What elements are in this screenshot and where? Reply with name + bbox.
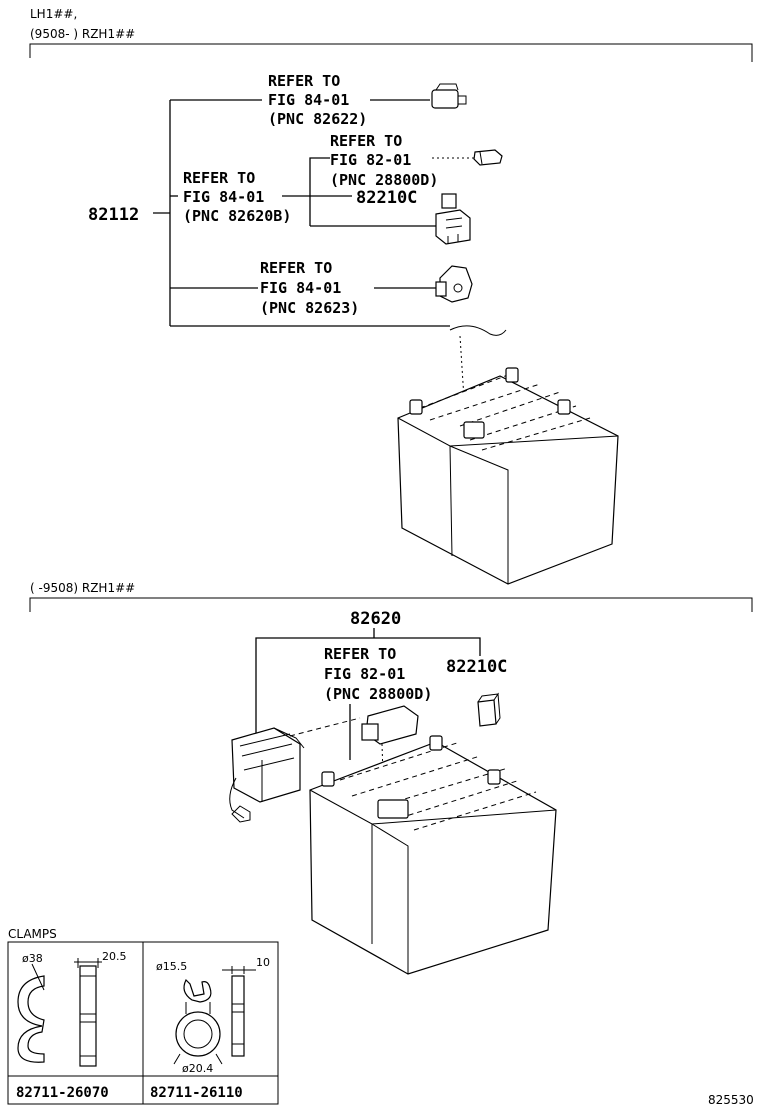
part-82620-label[interactable]: 82620 — [350, 609, 401, 629]
ref2-line3: (PNC 28800D) — [330, 171, 438, 189]
ref-block-2: REFER TO FIG 82-01 (PNC 28800D) — [330, 132, 438, 189]
bottom-section: ( -9508) RZH1## 82620 REFER TO FIG 82-01… — [29, 581, 753, 975]
clamps-section: CLAMPS ø38 20.5 82711-26070 ø15.5 10 ø20… — [7, 927, 279, 1105]
clamp-left-part-number[interactable]: 82711-26070 — [16, 1085, 109, 1101]
ref5-line3: (PNC 28800D) — [324, 685, 432, 703]
part-82210c-bottom-label[interactable]: 82210C — [446, 657, 507, 677]
clamp-right[interactable]: ø15.5 10 ø20.4 — [156, 956, 270, 1075]
ref4-line2: FIG 84-01 — [260, 279, 341, 297]
clamp-left-dia-leader — [31, 963, 45, 991]
ref4-line3: (PNC 82623) — [260, 299, 359, 317]
leader-bracket-link — [289, 717, 361, 737]
relay-28800d-bottom-icon[interactable] — [361, 705, 419, 745]
bottom-header: ( -9508) RZH1## — [30, 581, 135, 595]
ref1-line2: FIG 84-01 — [268, 91, 349, 109]
top-section-bracket — [29, 43, 753, 62]
ref-block-3: REFER TO FIG 84-01 (PNC 82620B) — [183, 169, 291, 225]
connector-82622-icon[interactable] — [431, 83, 467, 109]
ref3-line3: (PNC 82620B) — [183, 207, 291, 225]
ref2-line1: REFER TO — [330, 132, 402, 150]
relay-82210c-bottom-icon[interactable] — [477, 692, 501, 727]
relay-block-top-icon[interactable] — [435, 193, 471, 245]
ref3-line1: REFER TO — [183, 169, 255, 187]
top-section: LH1##, (9508- ) RZH1## 82112 REFER TO FI… — [29, 7, 753, 585]
battery-bottom-icon[interactable] — [309, 735, 557, 975]
clamp-right-width: 10 — [256, 956, 270, 969]
terminal-82623-icon[interactable] — [435, 265, 507, 336]
leader-to-battery-top — [459, 335, 467, 431]
leader-ref2-vertical — [309, 157, 330, 226]
leader-82620-tree — [255, 637, 481, 740]
ref5-line1: REFER TO — [324, 645, 396, 663]
ref1-line1: REFER TO — [268, 72, 340, 90]
ref-block-4: REFER TO FIG 84-01 (PNC 82623) — [260, 259, 359, 317]
top-header-line2: (9508- ) RZH1## — [30, 27, 135, 41]
ref2-line2: FIG 82-01 — [330, 151, 411, 169]
ref1-line3: (PNC 82622) — [268, 110, 367, 128]
bottom-section-bracket — [29, 597, 753, 612]
clamp-left-dia: ø38 — [22, 952, 43, 965]
fuse-28800d-icon[interactable] — [473, 149, 503, 166]
part-82210c-top-label[interactable]: 82210C — [356, 188, 417, 208]
ref-block-5: REFER TO FIG 82-01 (PNC 28800D) — [324, 645, 432, 703]
clamp-left[interactable]: ø38 20.5 — [17, 950, 127, 1067]
ref3-line2: FIG 84-01 — [183, 188, 264, 206]
ref5-line2: FIG 82-01 — [324, 665, 405, 683]
ref4-line1: REFER TO — [260, 259, 332, 277]
clamps-title: CLAMPS — [8, 927, 57, 941]
clamp-right-dia-top: ø15.5 — [156, 960, 187, 973]
top-header-line1: LH1##, — [30, 7, 77, 21]
clamp-right-dia-bottom: ø20.4 — [182, 1062, 213, 1075]
fuse-block-82620-icon[interactable] — [229, 727, 305, 823]
part-82112-label[interactable]: 82112 — [88, 205, 139, 225]
ref-block-1: REFER TO FIG 84-01 (PNC 82622) — [268, 72, 367, 128]
clamp-right-part-number[interactable]: 82711-26110 — [150, 1085, 243, 1101]
clamp-left-width: 20.5 — [102, 950, 127, 963]
battery-top-icon[interactable] — [397, 367, 619, 585]
figure-id: 825530 — [708, 1093, 754, 1107]
